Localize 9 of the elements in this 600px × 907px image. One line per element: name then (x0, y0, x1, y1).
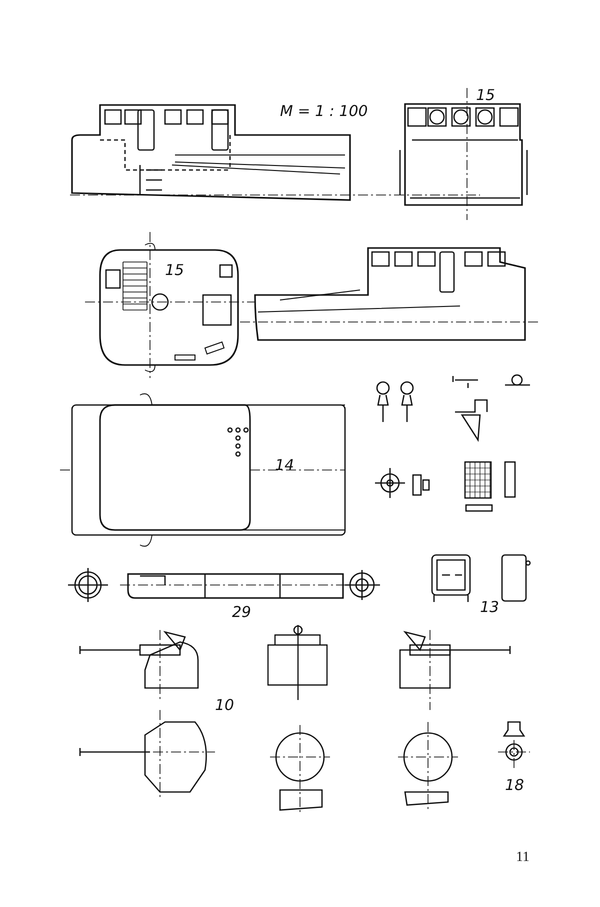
callout-number: 10 (215, 698, 234, 713)
callout-number: 13 (480, 600, 500, 615)
callout-number: 14 (275, 458, 294, 473)
callout-number: 18 (505, 778, 524, 793)
callout-number: 15 (165, 263, 184, 278)
callout-number: 29 (232, 605, 252, 620)
scale-label: M = 1 : 100 (280, 104, 368, 119)
callout-number: 15 (476, 88, 496, 103)
page-number: 11 (516, 851, 530, 865)
